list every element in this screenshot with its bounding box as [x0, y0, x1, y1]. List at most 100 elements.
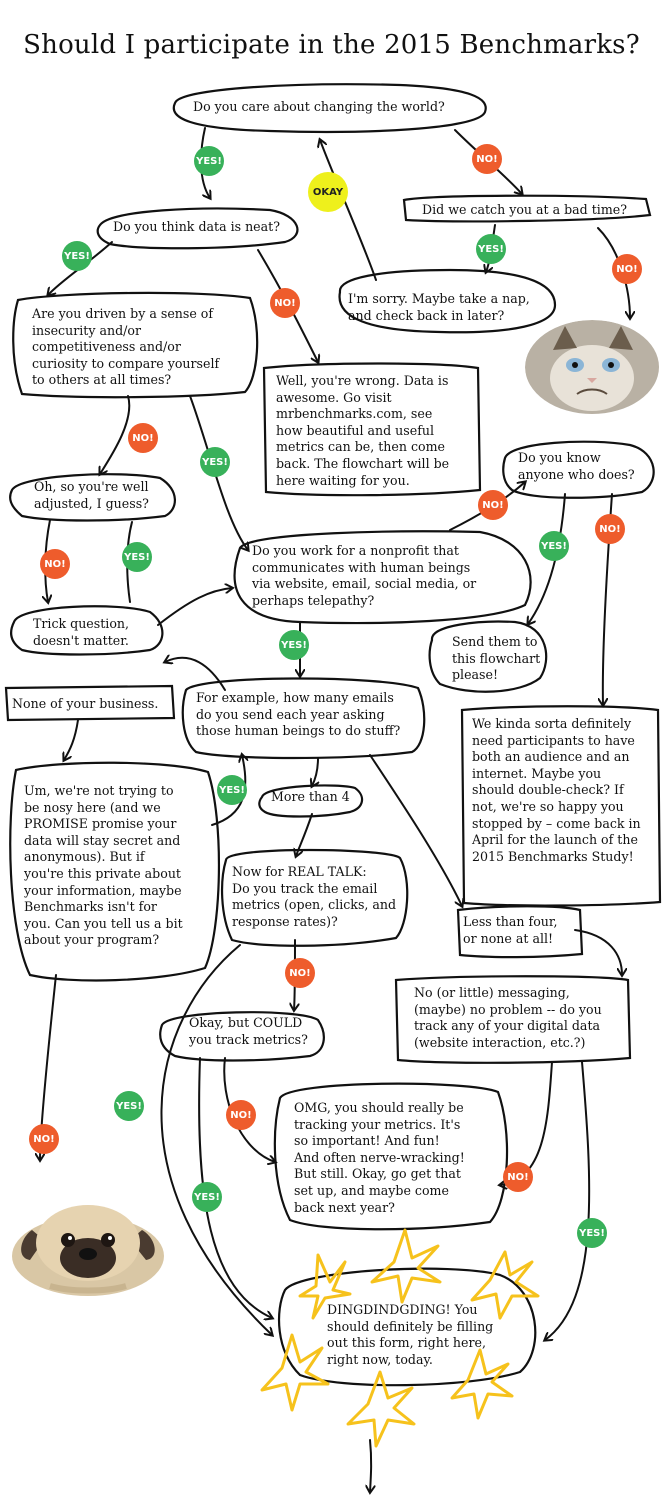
no-badge: NO!: [503, 1162, 533, 1192]
node-text-line: be nosy here (and we: [24, 799, 161, 815]
no-badge: NO!: [478, 490, 508, 520]
node-text-line: OMG, you should really be: [294, 1100, 464, 1115]
node-text-line: 2015 Benchmarks Study!: [472, 848, 634, 864]
node-text-line: (website interaction, etc.?): [414, 1034, 586, 1050]
node-text-line: Well, you're wrong. Data is: [276, 373, 449, 388]
node-text-line: data will stay secret and: [24, 832, 181, 848]
bubble-change-world: [172, 83, 487, 134]
node-real-talk: Now for REAL TALK:Do you track the email…: [232, 864, 396, 930]
node-text-line: so important! And fun!: [294, 1133, 440, 1149]
yes-badge: YES!: [192, 1182, 222, 1212]
node-text-line: this flowchart: [452, 650, 541, 666]
bubble-omg: [273, 1082, 509, 1231]
arrow-howmany-more: [312, 757, 318, 786]
bubble-less-than-four: [456, 905, 584, 959]
node-text-line: back next year?: [294, 1199, 395, 1215]
node-text-line: Do you care about changing the world?: [193, 99, 445, 114]
node-text-line: how beautiful and useful: [276, 422, 435, 438]
node-text-line: For example, how many emails: [196, 690, 394, 705]
node-text-line: please!: [452, 667, 499, 683]
node-text-line: I'm sorry. Maybe take a nap,: [348, 291, 530, 306]
arrow-driven-no: [100, 395, 131, 474]
node-text-line: do you send each year asking: [196, 706, 385, 722]
bubble-well-adjusted: [9, 473, 176, 522]
node-text-line: Trick question,: [33, 616, 130, 631]
arrow-dingding-out: [370, 1439, 371, 1492]
node-text-line: back. The flowchart will be: [276, 455, 450, 471]
yes-badge: YES!: [122, 542, 152, 572]
arrow-howmany-less: [369, 754, 462, 906]
node-text-line: or none at all!: [463, 930, 554, 946]
node-text-line: anonymous). But if: [24, 849, 145, 865]
node-text-line: set up, and maybe come: [294, 1182, 449, 1198]
node-text-line: No (or little) messaging,: [414, 985, 570, 1000]
node-text-line: and check back in later?: [348, 307, 505, 323]
bubble-send-them: [428, 620, 548, 693]
yes-badge: YES!: [279, 630, 309, 660]
node-text-line: PROMISE promise your: [24, 816, 177, 832]
arrow-less-messaging: [574, 929, 622, 975]
node-text-line: None of your business.: [12, 696, 159, 711]
node-text-line: tracking your metrics. It's: [294, 1116, 461, 1132]
arrow-realtalk-yes: [160, 944, 272, 1335]
node-text-line: need participants to have: [472, 732, 635, 748]
node-text-line: should double-check? If: [472, 782, 624, 798]
yes-badge: YES!: [217, 775, 247, 805]
node-text-line: Now for REAL TALK:: [232, 864, 367, 879]
no-badge: NO!: [595, 514, 625, 544]
arrow-howmany-back: [165, 658, 226, 691]
node-text-line: Did we catch you at a bad time?: [422, 202, 627, 217]
no-badge: NO!: [612, 254, 642, 284]
grumpy-cat-photo: [525, 320, 660, 415]
bubble-nonprofit: [233, 530, 532, 625]
arrow-more-realtalk: [296, 813, 313, 856]
bubble-not-nosy: [9, 761, 221, 982]
no-badge: NO!: [472, 144, 502, 174]
node-text-line: metrics can be, then come: [276, 439, 445, 455]
pug-photo: [10, 1198, 165, 1298]
node-text-line: adjusted, I guess?: [34, 495, 149, 511]
arrow-driven-yes: [189, 395, 248, 550]
node-text-line: stopped by – come back in: [472, 815, 641, 831]
node-text-line: Send them to: [452, 634, 538, 649]
node-text-line: competitiveness and/or: [32, 339, 181, 355]
yes-badge: YES!: [114, 1091, 144, 1121]
no-badge: NO!: [226, 1100, 256, 1130]
node-text-line: Do you think data is neat?: [113, 219, 280, 234]
node-text-line: And often nerve-wracking!: [294, 1149, 465, 1165]
node-text-line: you track metrics?: [189, 1031, 308, 1047]
node-text-line: your information, maybe: [24, 882, 182, 898]
yes-badge: YES!: [577, 1218, 607, 1248]
node-text-line: DINGDINDGDING! You: [327, 1302, 478, 1317]
node-text-line: you. Can you tell us a bit: [24, 915, 183, 931]
node-text-line: via website, email, social media, or: [252, 576, 477, 592]
no-badge: NO!: [128, 423, 158, 453]
arrow-none-nosy: [64, 719, 79, 760]
node-sorry-nap: I'm sorry. Maybe take a nap,and check ba…: [348, 291, 530, 324]
star-decoration: [370, 1228, 442, 1304]
bubble-little-messaging: [394, 975, 632, 1064]
node-change-world: Do you care about changing the world?: [193, 99, 445, 116]
node-text-line: Less than four,: [463, 914, 558, 929]
node-text-line: Are you driven by a sense of: [32, 306, 214, 321]
node-text-line: should definitely be filling: [327, 1318, 494, 1334]
node-little-messaging: No (or little) messaging,(maybe) no prob…: [414, 985, 602, 1051]
bubble-none-business: [4, 684, 176, 722]
bubble-know-anyone: [502, 440, 655, 499]
node-text-line: We kinda sorta definitely: [472, 716, 632, 731]
node-text-line: insecurity and/or: [32, 322, 141, 338]
node-bad-time: Did we catch you at a bad time?: [422, 202, 627, 219]
node-text-line: track any of your digital data: [414, 1018, 601, 1034]
node-text-line: internet. Maybe you: [472, 765, 602, 781]
yes-badge: YES!: [476, 234, 506, 264]
page-title: Should I participate in the 2015 Benchma…: [23, 30, 640, 60]
